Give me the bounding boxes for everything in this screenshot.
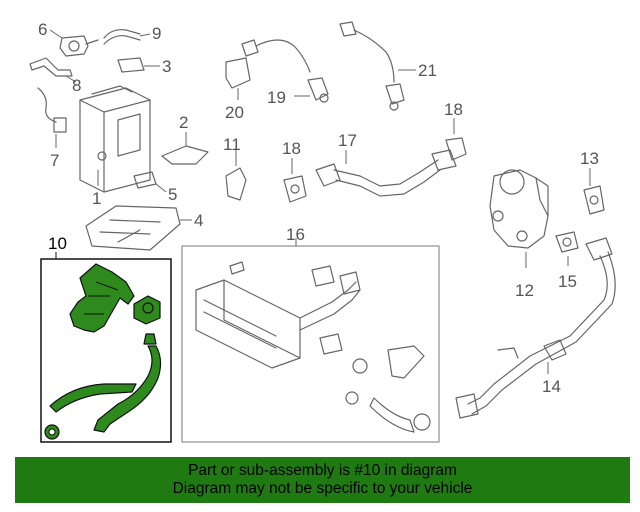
part-10-frame (40, 258, 172, 443)
banner-line-2: Diagram may not be specific to your vehi… (172, 480, 473, 497)
callout-8[interactable]: 8 (72, 76, 81, 95)
part-21-o2-sensor[interactable] (339, 21, 405, 111)
callout-10[interactable]: 10 (48, 234, 67, 253)
callout-14[interactable]: 14 (542, 377, 561, 396)
info-banner: Part or sub-assembly is #10 in diagram D… (15, 457, 630, 503)
callout-9[interactable]: 9 (152, 24, 161, 43)
callout-6[interactable]: 6 (38, 20, 47, 39)
part-13-gasket[interactable] (583, 185, 605, 215)
parts-diagram: 6 9 8 3 7 1 2 5 (29, 20, 616, 443)
part-18-gasket-right[interactable] (445, 137, 467, 161)
callout-15[interactable]: 15 (558, 272, 577, 291)
part-2-bracket[interactable] (161, 145, 209, 165)
callout-2[interactable]: 2 (179, 113, 188, 132)
callout-20[interactable]: 20 (225, 103, 244, 122)
callout-16[interactable]: 16 (286, 225, 305, 244)
callout-1[interactable]: 1 (92, 189, 101, 208)
part-4-tray[interactable] (85, 205, 181, 251)
part-5-pad[interactable] (133, 171, 157, 189)
callout-7[interactable]: 7 (50, 151, 59, 170)
part-10-assembly[interactable] (44, 263, 162, 440)
part-9-hose[interactable] (103, 29, 141, 45)
part-7-sensor[interactable] (37, 87, 67, 133)
part-20-sensor[interactable] (225, 39, 311, 89)
callout-18-right[interactable]: 18 (444, 100, 463, 119)
part-16-egr-cooler[interactable] (195, 261, 431, 433)
callout-12[interactable]: 12 (515, 281, 534, 300)
part-11-bracket[interactable] (225, 167, 247, 201)
callout-13[interactable]: 13 (580, 149, 599, 168)
part-14-egr-tube[interactable] (455, 237, 616, 419)
callout-11[interactable]: 11 (223, 135, 241, 154)
callout-18-left[interactable]: 18 (282, 139, 301, 158)
callout-19[interactable]: 19 (267, 88, 286, 107)
part-18-gasket-left[interactable] (283, 175, 307, 203)
part-17-egr-pipe[interactable] (315, 149, 457, 197)
part-15-gasket[interactable] (555, 231, 579, 253)
part-16-frame (181, 245, 440, 443)
part-6-purge-valve[interactable] (59, 35, 99, 57)
callout-17[interactable]: 17 (338, 131, 357, 150)
part-8-bracket[interactable] (29, 57, 73, 77)
part-3-pad[interactable] (117, 57, 145, 73)
part-19-o2-sensor[interactable] (307, 77, 329, 103)
callout-4[interactable]: 4 (194, 211, 203, 230)
banner-line-1: Part or sub-assembly is #10 in diagram (188, 462, 457, 479)
part-12-egr-valve[interactable] (489, 169, 549, 249)
callout-21[interactable]: 21 (418, 61, 437, 80)
part-1-canister[interactable] (79, 85, 151, 193)
callout-3[interactable]: 3 (162, 57, 171, 76)
callout-5[interactable]: 5 (168, 185, 177, 204)
